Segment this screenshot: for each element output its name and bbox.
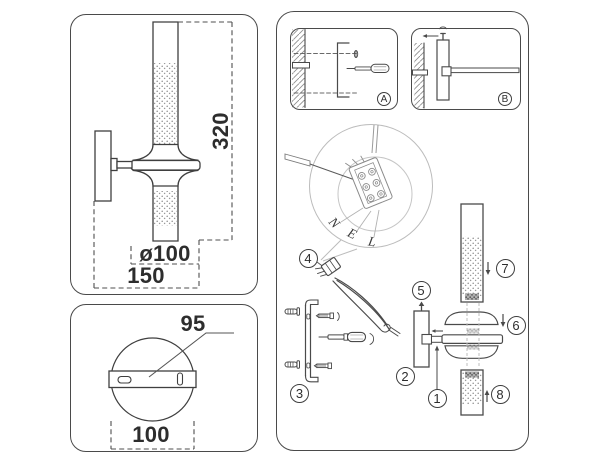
screwdriver-icon	[318, 331, 374, 345]
wall-sconce-side-view	[94, 21, 201, 242]
side-view-panel: 320 ø100 150	[70, 14, 258, 295]
arrow-left-icon	[422, 34, 439, 38]
terminal-block-drawing	[345, 155, 393, 209]
glass-texture-lower	[154, 191, 177, 226]
arrow-up-icon	[484, 390, 490, 402]
inset-a-drawing	[292, 28, 390, 109]
part1-rod-and-part6-body	[421, 303, 504, 389]
dimension-lines	[110, 421, 195, 450]
inset-a-frame	[290, 28, 398, 110]
screw-icon	[315, 312, 340, 321]
ghost-tube	[466, 303, 480, 368]
part-badge-1: 1	[427, 389, 447, 408]
socket-ring	[465, 371, 479, 378]
canopy-back-view	[108, 337, 197, 422]
glass-texture	[462, 236, 482, 296]
arm-end	[284, 153, 311, 167]
back-view-drawing	[108, 332, 234, 450]
inset-a-badge: A	[377, 92, 391, 106]
mounting-bracket	[304, 299, 319, 383]
depth-dimension: 150	[127, 263, 165, 288]
bracket-icon	[336, 42, 350, 98]
part-badge-8: 8	[490, 384, 510, 404]
bracket-edge-on	[412, 69, 428, 76]
part7-glass-tube	[460, 203, 491, 303]
bracket-edge-on	[292, 62, 310, 69]
bracket-span-dimension: 95	[180, 311, 206, 336]
center-disc	[441, 334, 504, 344]
rod-coupler	[421, 333, 433, 345]
glass-texture	[462, 372, 482, 404]
inset-b-drawing	[412, 26, 520, 109]
wall-anchor-icon	[284, 360, 300, 369]
part-badge-3: 3	[290, 384, 309, 403]
part4-cable-assembly	[314, 257, 401, 337]
socket-ring	[467, 328, 479, 334]
part-badge-6: 6	[506, 315, 526, 335]
slot-left	[117, 375, 132, 384]
dimension-lines	[93, 21, 233, 289]
leader-line	[309, 163, 356, 181]
rod-coupler	[441, 66, 452, 77]
wire-label-live: L	[367, 233, 378, 250]
leader-line-95	[148, 332, 234, 378]
assembly-drawing	[284, 26, 520, 416]
part-badge-2: 2	[395, 366, 415, 386]
height-dimension: 320	[208, 112, 233, 150]
part8-glass-tube	[460, 369, 490, 416]
arm-side	[116, 160, 133, 169]
socket-ring	[467, 344, 479, 350]
socket-ring	[465, 293, 479, 300]
diameter-dimension: ø100	[139, 241, 191, 266]
arrow-down-icon	[500, 314, 506, 327]
arrow-left-icon	[431, 329, 443, 333]
assembly-panel: A B N E L 1 2 3 4 5 6 7 8	[276, 11, 529, 451]
part-badge-4: 4	[298, 248, 318, 268]
screw-icon	[313, 362, 332, 370]
screwdriver-icon	[346, 63, 390, 73]
wire-ends	[379, 323, 401, 337]
part-badge-7: 7	[495, 258, 515, 278]
part-badge-5: 5	[411, 280, 431, 300]
canopy-diameter-dimension: 100	[132, 422, 170, 447]
wiring-detail-balloon	[284, 124, 433, 262]
wall-anchor-icon	[284, 307, 300, 316]
top-bell	[444, 311, 499, 326]
screw-icon	[353, 49, 359, 59]
arrow-down-icon	[485, 262, 491, 275]
glass-texture-upper	[154, 63, 177, 144]
bottom-bell	[444, 345, 499, 359]
back-view-panel: 95 100	[70, 304, 258, 452]
inset-b-frame	[411, 28, 521, 110]
leader-line-1	[434, 345, 440, 389]
part3-mounting-kit	[284, 299, 374, 383]
inset-b-badge: B	[498, 92, 512, 106]
wall-plate-side	[94, 130, 112, 202]
mounting-bar	[108, 370, 197, 389]
slot-right	[176, 372, 184, 386]
side-view-drawing	[93, 21, 233, 289]
